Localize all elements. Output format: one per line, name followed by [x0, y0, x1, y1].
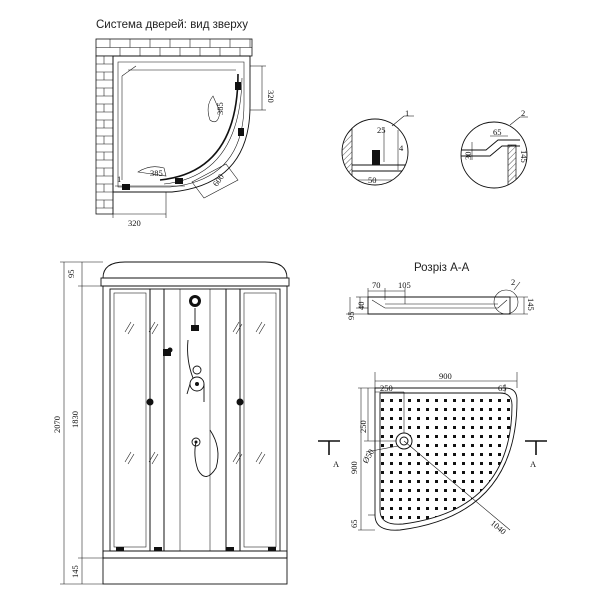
detail-2-dim-145: 145: [519, 150, 529, 163]
section-mark-left: A: [333, 459, 340, 469]
tray-section: [367, 296, 511, 315]
section-dims: 70 105 40 95 145: [346, 280, 536, 320]
section-markers: A A: [318, 440, 547, 469]
detail-1: 1 25 4 50: [341, 108, 414, 186]
door-arc-right: [207, 95, 221, 123]
tray-plan: 1040 900 250 65 900 250 Ø50 65: [318, 371, 547, 536]
door-handle-right: [236, 398, 244, 406]
section-dim-145: 145: [526, 298, 536, 311]
detail-2-dim-65: 65: [493, 127, 502, 137]
detail-2-callout: 2: [521, 108, 525, 118]
dim-2070: 2070: [52, 416, 62, 433]
section-aa: Розріз А-А 2 70 105 40 95 145: [346, 262, 536, 320]
section-title: Розріз А-А: [414, 262, 470, 274]
top-view-title: Система дверей: вид зверху: [96, 19, 248, 31]
tray-dim-250-top: 250: [380, 383, 393, 393]
door-handle-left: [146, 398, 154, 406]
dim-1830: 1830: [70, 411, 80, 428]
tray-outer: [374, 387, 518, 531]
dim-600: 600: [210, 172, 226, 188]
section-dim-95: 95: [346, 312, 356, 321]
brick-wall: [95, 38, 253, 215]
tray-dim-65-left: 65: [349, 520, 359, 529]
dim-600-frame: [191, 163, 239, 199]
cabin-roof: [102, 261, 288, 279]
shower-system: [163, 295, 219, 477]
tray-dim-900-left: 900: [349, 461, 359, 474]
dim-385-bottom: 385: [150, 168, 163, 178]
dim-320-right: 320: [266, 90, 276, 103]
dim-95-front: 95: [66, 270, 76, 279]
tray-dim-65-top: 65: [498, 383, 507, 393]
detail-2: 2 65 30 145: [460, 108, 529, 189]
front-view-dims: 95 2070 1830 145: [52, 261, 103, 585]
detail-1-dim-4: 4: [399, 143, 404, 153]
cabin-tray-front: [102, 550, 288, 559]
tray-dim-1040: 1040: [489, 518, 508, 537]
cabin-outline-top: [112, 55, 251, 193]
section-dim-105: 105: [398, 280, 411, 290]
section-callout-2: 2: [511, 277, 515, 287]
top-view: Система дверей: вид зверху: [95, 19, 276, 228]
detail-1-dim-25-text: 25: [377, 125, 386, 135]
tray-dim-phi50: Ø50: [360, 447, 376, 465]
detail-1-callout: 1: [405, 108, 409, 118]
dim-385-side: 385: [215, 102, 225, 115]
section-dim-70: 70: [372, 280, 381, 290]
dim-145-front: 145: [70, 565, 80, 578]
section-dim-40: 40: [356, 302, 366, 311]
front-view: 95 2070 1830 145: [52, 261, 290, 585]
tray-anti-slip-dots: [380, 393, 512, 525]
detail-1-dim-50: 50: [368, 175, 377, 185]
marker-1: 1: [117, 174, 121, 184]
top-view-dims: 320 385 385 600 320 1: [112, 65, 276, 228]
glass-reflections: [124, 321, 266, 465]
detail-2-dim-30: 30: [463, 152, 473, 161]
dim-320-bottom: 320: [128, 218, 141, 228]
section-mark-right: A: [530, 459, 537, 469]
tray-dim-900-top: 900: [439, 371, 452, 381]
door-arc-bottom: [137, 166, 167, 177]
tray-dim-250-left: 250: [358, 420, 368, 433]
